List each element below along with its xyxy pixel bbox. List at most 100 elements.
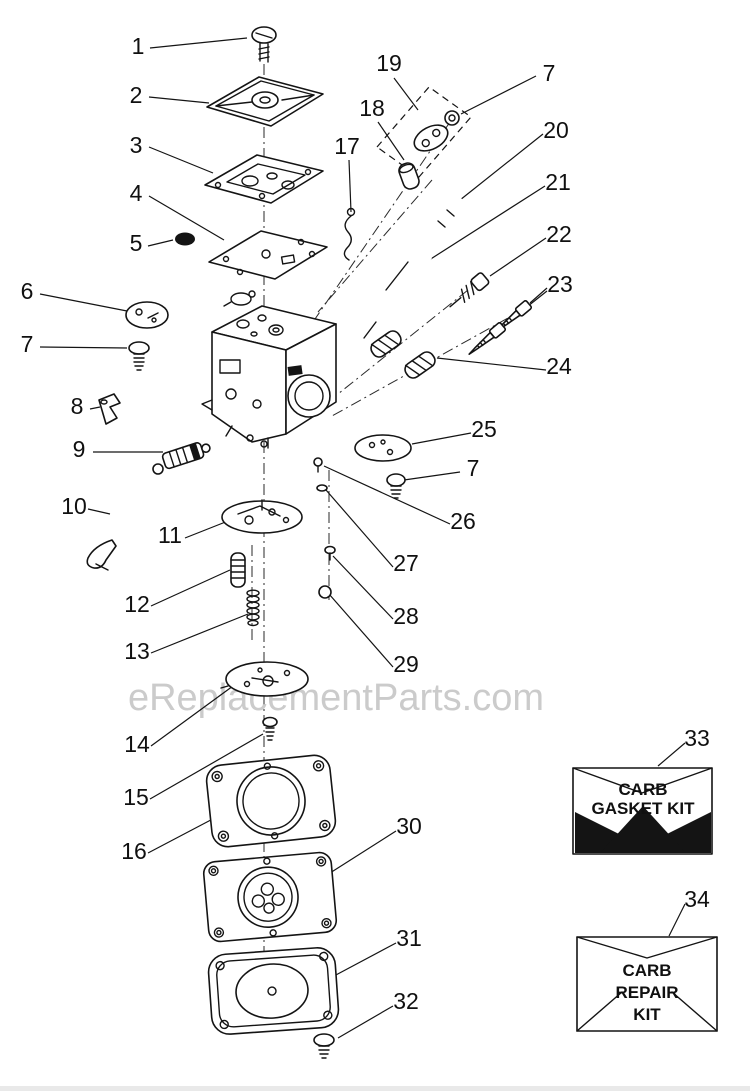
part-14-metering-disc	[220, 661, 309, 697]
part-16-gasket	[205, 754, 337, 848]
leader-line	[148, 146, 214, 174]
callout-14: 14	[124, 731, 150, 757]
callout-18: 18	[359, 95, 385, 121]
callout-9: 9	[73, 436, 86, 462]
leader-line	[393, 77, 419, 111]
part-5-plug	[175, 232, 195, 246]
callout-28: 28	[393, 603, 419, 629]
callout-24: 24	[546, 353, 572, 379]
callout-21: 21	[545, 169, 571, 195]
callout-10: 10	[61, 493, 87, 519]
callout-33: 33	[684, 725, 710, 751]
repair-kit-label-line3: KIT	[633, 1005, 661, 1024]
leader-line	[149, 37, 248, 49]
callout-1: 1	[132, 33, 145, 59]
callout-4: 4	[130, 180, 143, 206]
callout-7-mid-right: 7	[467, 455, 480, 481]
leader-line	[436, 357, 547, 371]
callout-13: 13	[124, 638, 150, 664]
callout-20: 20	[543, 117, 569, 143]
callout-leaders	[39, 37, 686, 1039]
repair-kit-label-line1: CARB	[622, 961, 671, 980]
leader-line	[460, 75, 537, 115]
leader-line	[323, 465, 451, 525]
leader-line	[147, 239, 174, 247]
leader-line	[148, 96, 210, 104]
kit-envelope-repair: CARB REPAIR KIT	[576, 936, 718, 1032]
part-4-diaphragm-plate	[208, 230, 328, 307]
part-23-adjustment-needles	[468, 300, 533, 355]
part-10-lever-arm	[86, 463, 164, 571]
part-7-screw-right	[386, 473, 406, 499]
part-32-screw	[313, 1033, 335, 1059]
callout-7-top-right: 7	[543, 60, 556, 86]
part-27-seat	[316, 484, 328, 492]
callout-6: 6	[21, 278, 34, 304]
part-25-disc	[354, 434, 412, 462]
leader-line	[657, 742, 686, 767]
leader-line	[411, 432, 472, 445]
part-13-spring	[246, 589, 260, 627]
callout-17: 17	[334, 133, 360, 159]
leader-line	[328, 593, 394, 668]
callout-22: 22	[546, 221, 572, 247]
callout-3: 3	[130, 132, 143, 158]
leader-line	[377, 121, 405, 161]
callout-30: 30	[396, 813, 422, 839]
callout-19: 19	[376, 50, 402, 76]
leader-line	[184, 520, 229, 539]
gasket-kit-label-line1: CARB	[618, 780, 667, 799]
gasket-kit-label-line2: GASKET KIT	[592, 799, 696, 818]
part-17-clip	[343, 207, 356, 261]
bottom-divider	[0, 1086, 750, 1091]
callout-8: 8	[71, 393, 84, 419]
part-11-metering-lever	[221, 499, 303, 534]
callout-34: 34	[684, 886, 710, 912]
leader-line	[337, 1005, 394, 1039]
leader-line	[329, 830, 397, 874]
leader-line	[39, 293, 128, 312]
callout-25: 25	[471, 416, 497, 442]
kit-envelope-gasket: CARB GASKET KIT	[572, 767, 713, 855]
leader-line	[325, 489, 394, 568]
leader-line	[87, 508, 111, 515]
part-18-bushing	[398, 162, 420, 190]
callout-11: 11	[158, 522, 182, 548]
leader-line	[39, 346, 128, 349]
part-12-needle-cylinder	[230, 552, 246, 588]
part-1-cover-screw	[251, 26, 277, 63]
callout-numbers: 1 2 3 4 5 6 7 8 9 10 11 12 13 14 15 16 1…	[21, 33, 710, 1014]
part-6-disc	[125, 301, 169, 329]
part-2-pump-cover	[206, 76, 324, 127]
part-21-needle	[363, 256, 432, 339]
watermark-text: eReplacementParts.com	[128, 677, 544, 719]
callout-27: 27	[393, 550, 419, 576]
part-31-cover	[207, 947, 340, 1035]
leader-line	[148, 195, 225, 241]
part-3-gasket	[204, 154, 324, 204]
leader-line	[454, 133, 544, 205]
callout-2: 2	[130, 82, 143, 108]
leader-line	[333, 942, 397, 977]
part-30-screen-plate	[202, 851, 338, 943]
leader-line	[150, 685, 234, 747]
part-28-plug	[324, 545, 336, 561]
part-carburetor-body	[201, 305, 337, 449]
part-8-elbow-fitting	[98, 393, 121, 425]
part-29-ring	[318, 585, 332, 599]
part-20-shaft	[385, 197, 463, 291]
part-22-idle-screw	[449, 272, 490, 308]
part-7-screw-left	[128, 341, 150, 371]
callout-12: 12	[124, 591, 150, 617]
callout-26: 26	[450, 508, 476, 534]
part-9-plunger	[161, 442, 211, 470]
callout-32: 32	[393, 988, 419, 1014]
part-15-screw	[262, 716, 278, 741]
leader-line	[89, 406, 101, 410]
callout-15: 15	[123, 784, 149, 810]
part-24-springs	[370, 330, 436, 379]
callout-7-left: 7	[21, 331, 34, 357]
leader-line	[332, 555, 394, 620]
